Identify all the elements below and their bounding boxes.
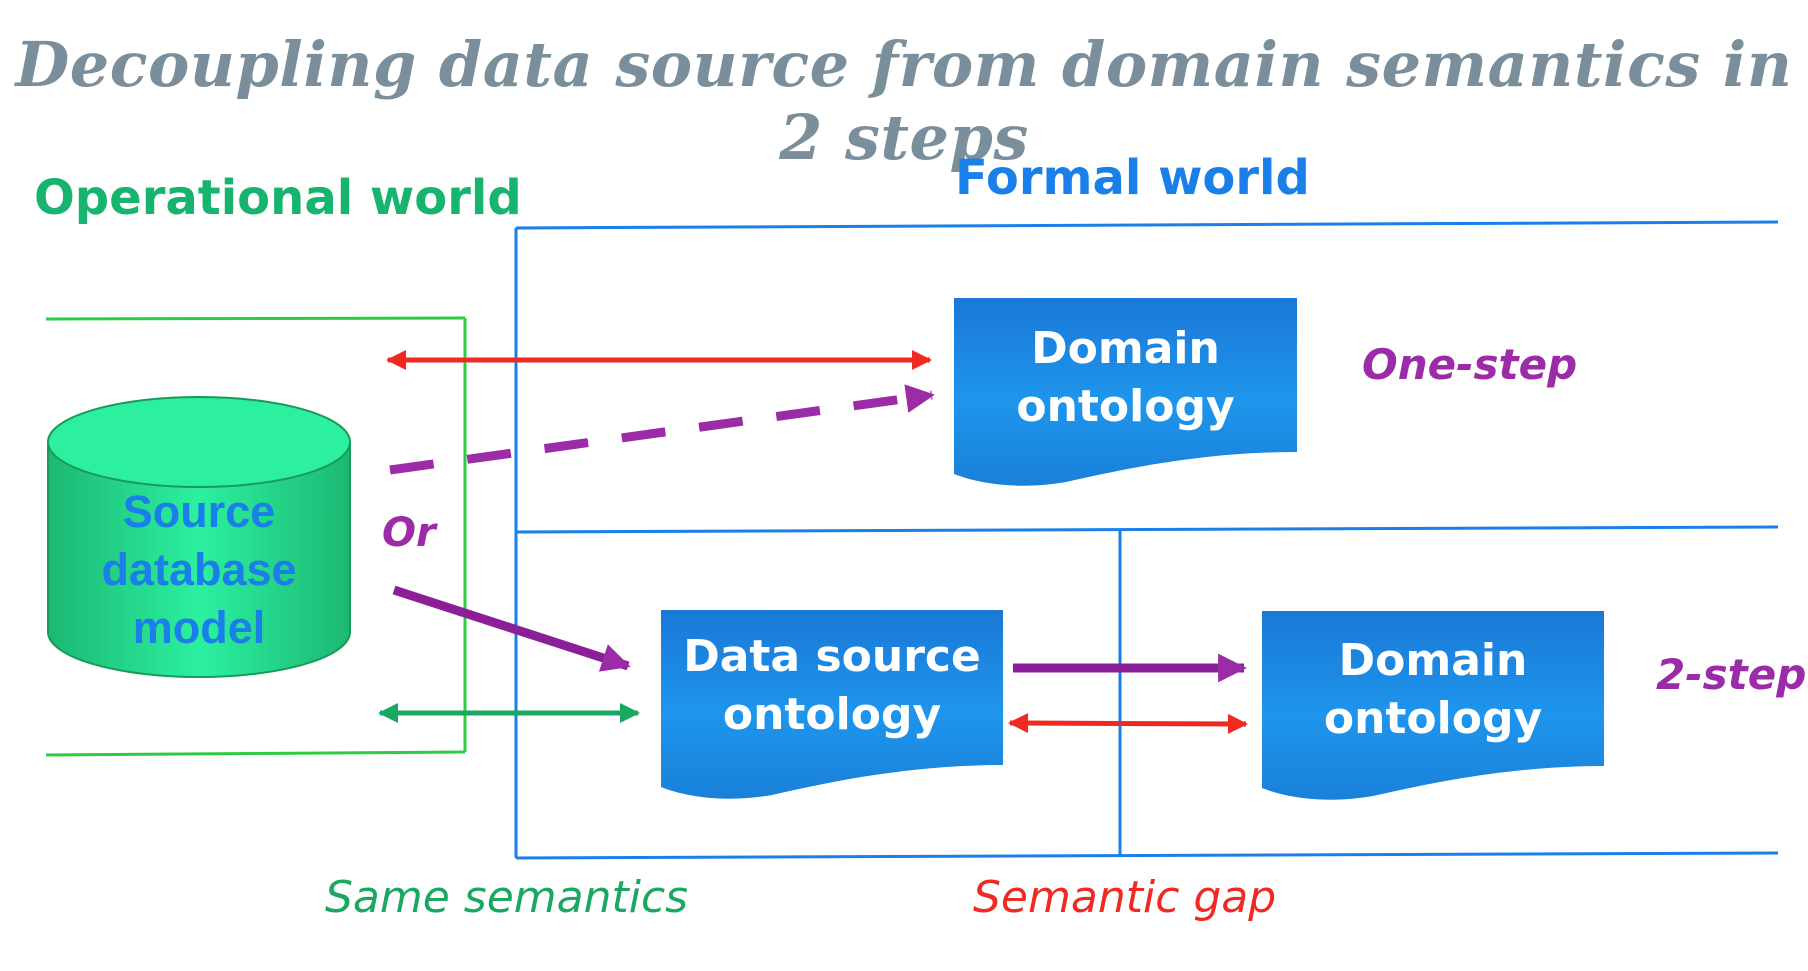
domain-ontology-top-label: Domain ontology [954,320,1297,436]
domain-ontology-top-line1: Domain [1031,323,1220,374]
data-source-ontology-line2: ontology [722,689,942,740]
page-title: Decoupling data source from domain seman… [15,28,1793,174]
semantic-gap-arrow [1008,713,1248,734]
formal-world-frame [514,220,1779,860]
domain-ontology-bottom-label: Domain ontology [1262,632,1604,748]
source-database-cylinder [47,396,351,678]
or-label: Or [382,510,436,556]
data-source-ontology-box [661,610,1003,799]
domain-ontology-top-box [954,298,1297,486]
same-semantics-label: Same semantics [325,872,689,923]
data-source-ontology-line1: Data source [683,631,981,682]
source-database-line2: database [101,544,297,595]
operational-world-label: Operational world [34,170,522,226]
source-database-label: Source database model [48,483,350,657]
domain-ontology-bottom-line2: ontology [1323,693,1543,744]
two-step-label: 2-step [1656,650,1807,699]
formal-world-label: Formal world [955,150,1310,206]
domain-ontology-bottom-line1: Domain [1338,635,1528,686]
semantic-gap-label: Semantic gap [973,872,1277,923]
domain-ontology-top-line2: ontology [1016,381,1235,432]
source-to-data-source-ontology-arrow [392,585,631,672]
one-step-mapping-dashed-arrow [389,384,935,475]
data-source-ontology-label: Data source ontology [661,628,1003,744]
source-database-line1: Source [122,486,276,537]
source-database-line3: model [132,602,266,653]
operational-world-frame [45,316,467,757]
domain-ontology-bottom-box [1262,611,1604,800]
one-step-label: One-step [1362,340,1578,389]
